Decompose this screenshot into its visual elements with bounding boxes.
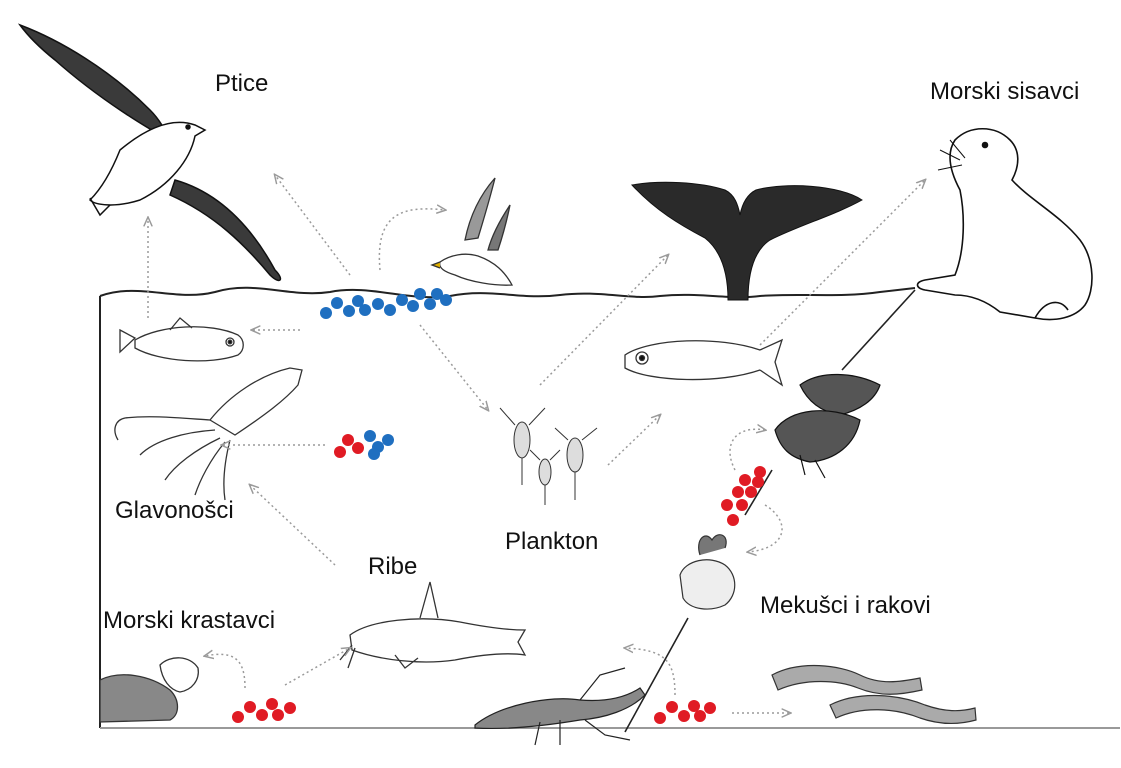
red-dot [666,701,678,713]
sea-lion-icon [918,129,1092,320]
blue-dot [440,294,452,306]
lanternfish-left-icon [120,318,243,361]
red-dot [694,710,706,722]
red-dot [272,709,284,721]
mussel-icon [775,374,880,478]
dot-cluster-midwater [334,430,394,460]
red-dot [688,700,700,712]
sea-surface-line [100,288,915,297]
blue-dot [343,305,355,317]
lanternfish-center-icon [625,340,782,385]
red-dot [732,486,744,498]
arrow-dots-to-sea-cucumber [205,654,245,688]
arrow-dots-to-catfish [285,648,350,685]
red-dot [232,711,244,723]
blue-dot [407,300,419,312]
red-dot [704,702,716,714]
red-dot [721,499,733,511]
label-birds: Ptice [215,70,268,98]
whale-tail-icon [632,182,862,300]
dot-cluster-mussel [721,466,766,526]
albatross-icon [20,25,280,280]
label-molluscs-crustaceans: Mekušci i rakovi [760,592,931,620]
arrow-dots-to-barnacle [748,505,782,552]
blue-dot [384,304,396,316]
squid-icon [115,368,302,500]
red-dot [678,710,690,722]
red-dot [745,486,757,498]
red-dot [244,701,256,713]
arrow-surface-to-birds [275,175,350,275]
blue-dot [396,294,408,306]
catfish-icon [340,582,525,668]
dot-cluster-seafloor-left [232,698,296,723]
blue-dot [382,434,394,446]
red-dot [754,466,766,478]
arrow-dots-to-mussels [730,429,765,470]
arrow-plankton-to-fish [608,415,660,465]
sea-cucumber-icon [100,658,198,722]
label-marine-mammals: Morski sisavci [930,78,1079,106]
label-cephalopods: Glavonošci [115,497,234,525]
barnacle-icon [680,535,735,609]
blue-dot [372,298,384,310]
seagull-icon [432,178,512,285]
red-dot [284,702,296,714]
red-dot [739,474,751,486]
red-dot [342,434,354,446]
blue-dot [414,288,426,300]
red-dot [256,709,268,721]
blue-dot [424,298,436,310]
label-sea-cucumbers: Morski krastavci [103,607,275,635]
red-dot [727,514,739,526]
red-dot [654,712,666,724]
red-dot [266,698,278,710]
blue-dot [364,430,376,442]
arrow-surface-to-seagull [379,209,445,270]
label-fish: Ribe [368,553,417,581]
red-dot [352,442,364,454]
arrow-fish-to-cephalopods [250,485,335,565]
label-plankton: Plankton [505,528,598,556]
arrow-surface-to-plankton [420,325,488,410]
red-dot [334,446,346,458]
red-dot [752,476,764,488]
crayfish-icon [475,668,645,745]
blue-dot [368,448,380,460]
blue-dot [359,304,371,316]
red-dot [736,499,748,511]
worm-icon [772,666,976,724]
blue-dot [331,297,343,309]
dot-cluster-seafloor-right [654,700,716,724]
divider-line-upper [842,290,915,370]
copepod-icon [500,408,597,505]
blue-dot [320,307,332,319]
